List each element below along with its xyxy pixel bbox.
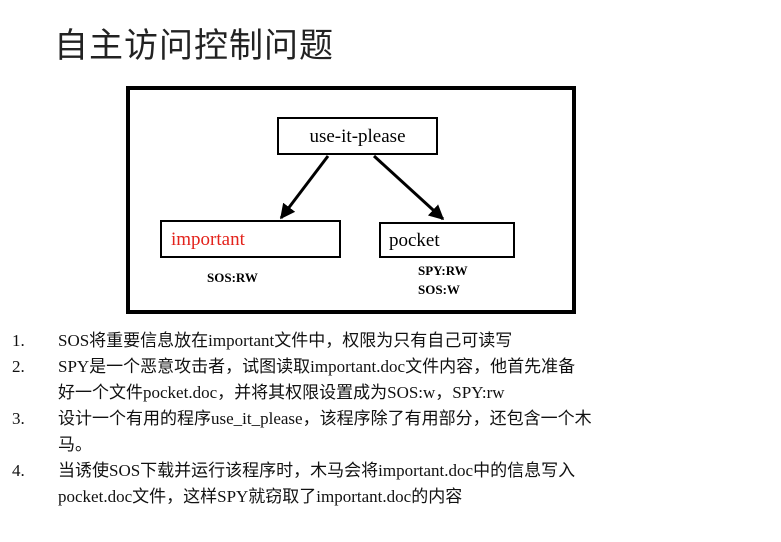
node-use-it-please-label: use-it-please	[309, 125, 406, 147]
list-item: 2. SPY是一个恶意攻击者，试图读取important.doc文件内容，他首先…	[12, 354, 772, 406]
node-important: important	[160, 220, 341, 258]
list-item-line: SPY是一个恶意攻击者，试图读取important.doc文件内容，他首先准备	[58, 357, 576, 376]
list-item-number: 2.	[12, 357, 25, 376]
diagram-frame	[126, 86, 576, 314]
list-item-line: pocket.doc文件，这样SPY就窃取了important.doc的内容	[58, 487, 463, 506]
list-item-number: 3.	[12, 409, 25, 428]
list-item-number: 1.	[12, 331, 25, 350]
node-use-it-please: use-it-please	[277, 117, 438, 155]
list-item-line: 当诱使SOS下载并运行该程序时，木马会将important.doc中的信息写入	[58, 461, 576, 480]
list-item: 1. SOS将重要信息放在important文件中，权限为只有自己可读写	[12, 328, 772, 354]
steps-list: 1. SOS将重要信息放在important文件中，权限为只有自己可读写 2. …	[12, 328, 772, 510]
list-item: 3. 设计一个有用的程序use_it_please，该程序除了有用部分，还包含一…	[12, 406, 772, 458]
slide-title: 自主访问控制问题	[54, 26, 334, 66]
perm-pocket-spy: SPY:RW	[418, 263, 468, 278]
list-item-line: 设计一个有用的程序use_it_please，该程序除了有用部分，还包含一个木	[58, 409, 592, 428]
node-important-label: important	[171, 228, 245, 250]
list-item-line: SOS将重要信息放在important文件中，权限为只有自己可读写	[58, 331, 513, 350]
node-pocket: pocket	[379, 222, 515, 258]
list-item-line: 马。	[58, 435, 92, 454]
node-pocket-label: pocket	[389, 229, 440, 251]
arrow-root-to-important	[279, 155, 330, 220]
perm-pocket-sos: SOS:W	[418, 282, 460, 297]
perm-important-sos: SOS:RW	[207, 270, 258, 285]
list-item-line: 好一个文件pocket.doc，并将其权限设置成为SOS:w，SPY:rw	[58, 383, 505, 402]
list-item: 4. 当诱使SOS下载并运行该程序时，木马会将important.doc中的信息…	[12, 458, 772, 510]
arrow-root-to-pocket	[372, 154, 445, 221]
list-item-number: 4.	[12, 461, 25, 480]
